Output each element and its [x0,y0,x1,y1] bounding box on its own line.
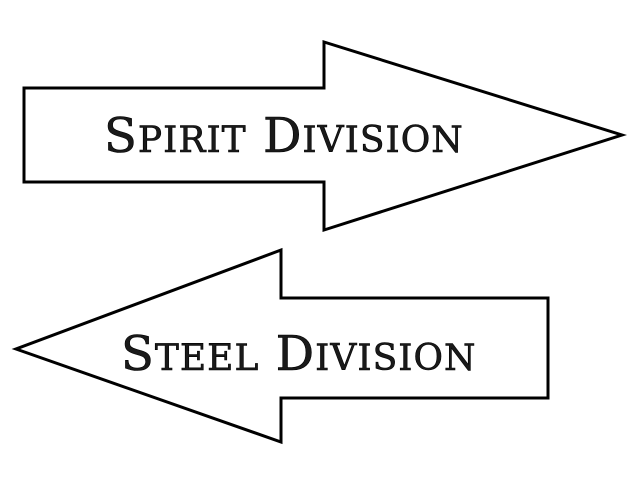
steel-division-arrow: STEEL DIVISION [11,247,550,445]
spirit-division-label: SPIRIT DIVISION [104,108,464,164]
spirit-division-arrow: SPIRIT DIVISION [22,39,627,233]
right-arrow-icon [22,39,627,233]
left-arrow-icon [11,247,550,445]
steel-division-label: STEEL DIVISION [121,326,476,382]
